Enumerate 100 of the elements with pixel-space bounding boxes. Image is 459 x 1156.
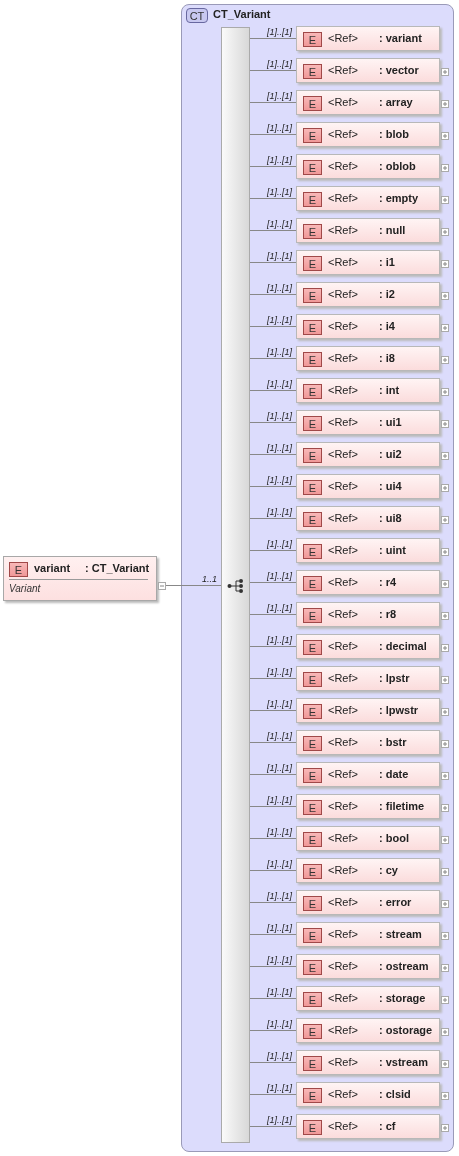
element-type: : CT_Variant [85, 562, 150, 574]
element-badge: E [303, 704, 322, 719]
multiplicity-label: [1]..[1] [267, 570, 292, 581]
element-ref-box [296, 1050, 440, 1075]
multiplicity-label: [1]..[1] [267, 218, 292, 229]
connector-line [249, 1126, 297, 1127]
connector-line [249, 1030, 297, 1031]
connector-line [249, 966, 297, 967]
element-name: : clsid [379, 1088, 411, 1100]
multiplicity-label: [1]..[1] [267, 794, 292, 805]
documentation-text: Variant [9, 583, 41, 594]
ref-label: <Ref> [328, 1056, 358, 1068]
element-badge: E [303, 352, 322, 367]
element-ref-box [296, 986, 440, 1011]
element-name: : vector [379, 64, 419, 76]
element-name: : storage [379, 992, 426, 1004]
element-badge: E [303, 128, 322, 143]
element-ref-box [296, 1018, 440, 1043]
ref-label: <Ref> [328, 480, 358, 492]
sequence-bar [221, 27, 250, 1143]
element-badge: E [303, 288, 322, 303]
multiplicity-label: [1]..[1] [267, 1018, 292, 1029]
connector-line [249, 582, 297, 583]
element-name: : decimal [379, 640, 427, 652]
connector-line [249, 102, 297, 103]
multiplicity-label: [1]..[1] [267, 474, 292, 485]
element-name: : i4 [379, 320, 395, 332]
multiplicity-label: [1]..[1] [267, 634, 292, 645]
connector-line [249, 870, 297, 871]
connector-line [249, 1062, 297, 1063]
complex-type-name: CT_Variant [213, 8, 271, 20]
element-ref-box [296, 666, 440, 691]
connector-line [249, 198, 297, 199]
element-ref-box [296, 890, 440, 915]
element-name: variant [34, 562, 71, 574]
element-badge: E [303, 864, 322, 879]
connector-line [249, 838, 297, 839]
element-badge: E [303, 96, 322, 111]
element-name: : ui2 [379, 448, 402, 460]
multiplicity-label: [1]..[1] [267, 826, 292, 837]
ref-label: <Ref> [328, 672, 358, 684]
connector-line [249, 742, 297, 743]
element-ref-box [296, 506, 440, 531]
multiplicity-label: [1]..[1] [267, 730, 292, 741]
element-name: : cy [379, 864, 398, 876]
ref-label: <Ref> [328, 896, 358, 908]
element-badge: E [303, 928, 322, 943]
element-name: : bool [379, 832, 409, 844]
element-ref-box [296, 602, 440, 627]
element-name: : i1 [379, 256, 395, 268]
element-badge: E [303, 992, 322, 1007]
element-name: : error [379, 896, 412, 908]
element-ref-box [296, 954, 440, 979]
connector-line [249, 262, 297, 263]
ref-label: <Ref> [328, 608, 358, 620]
multiplicity-label: 1..1 [202, 573, 217, 584]
connector-line [249, 550, 297, 551]
ref-label: <Ref> [328, 800, 358, 812]
ref-label: <Ref> [328, 928, 358, 940]
ref-label: <Ref> [328, 512, 358, 524]
element-name: : blob [379, 128, 409, 140]
ref-label: <Ref> [328, 320, 358, 332]
element-badge: E [303, 672, 322, 687]
multiplicity-label: [1]..[1] [267, 1082, 292, 1093]
element-ref-box [296, 762, 440, 787]
multiplicity-label: [1]..[1] [267, 154, 292, 165]
element-ref-box [296, 538, 440, 563]
element-name: : r4 [379, 576, 397, 588]
multiplicity-label: [1]..[1] [267, 186, 292, 197]
ref-label: <Ref> [328, 288, 358, 300]
connector-line [249, 774, 297, 775]
element-ref-box [296, 346, 440, 371]
element-name: : ostream [379, 960, 429, 972]
element-ref-box [296, 858, 440, 883]
connector-line [249, 710, 297, 711]
ref-label: <Ref> [328, 128, 358, 140]
connector-line [249, 902, 297, 903]
ref-label: <Ref> [328, 832, 358, 844]
connector-line [249, 614, 297, 615]
multiplicity-label: [1]..[1] [267, 762, 292, 773]
connector-line [249, 934, 297, 935]
ref-label: <Ref> [328, 1120, 358, 1132]
element-badge: E [303, 256, 322, 271]
element-ref-box [296, 410, 440, 435]
ref-label: <Ref> [328, 992, 358, 1004]
element-badge: E [303, 576, 322, 591]
multiplicity-label: [1]..[1] [267, 26, 292, 37]
element-name: : lpstr [379, 672, 410, 684]
element-badge: E [303, 416, 322, 431]
element-ref-box [296, 378, 440, 403]
connector-line [249, 166, 297, 167]
connector-line [249, 678, 297, 679]
ref-label: <Ref> [328, 864, 358, 876]
ref-label: <Ref> [328, 1088, 358, 1100]
ref-label: <Ref> [328, 96, 358, 108]
multiplicity-label: [1]..[1] [267, 666, 292, 677]
element-ref-box [296, 1114, 440, 1139]
multiplicity-label: [1]..[1] [267, 1050, 292, 1061]
element-ref-box [296, 186, 440, 211]
element-name: : int [379, 384, 400, 396]
